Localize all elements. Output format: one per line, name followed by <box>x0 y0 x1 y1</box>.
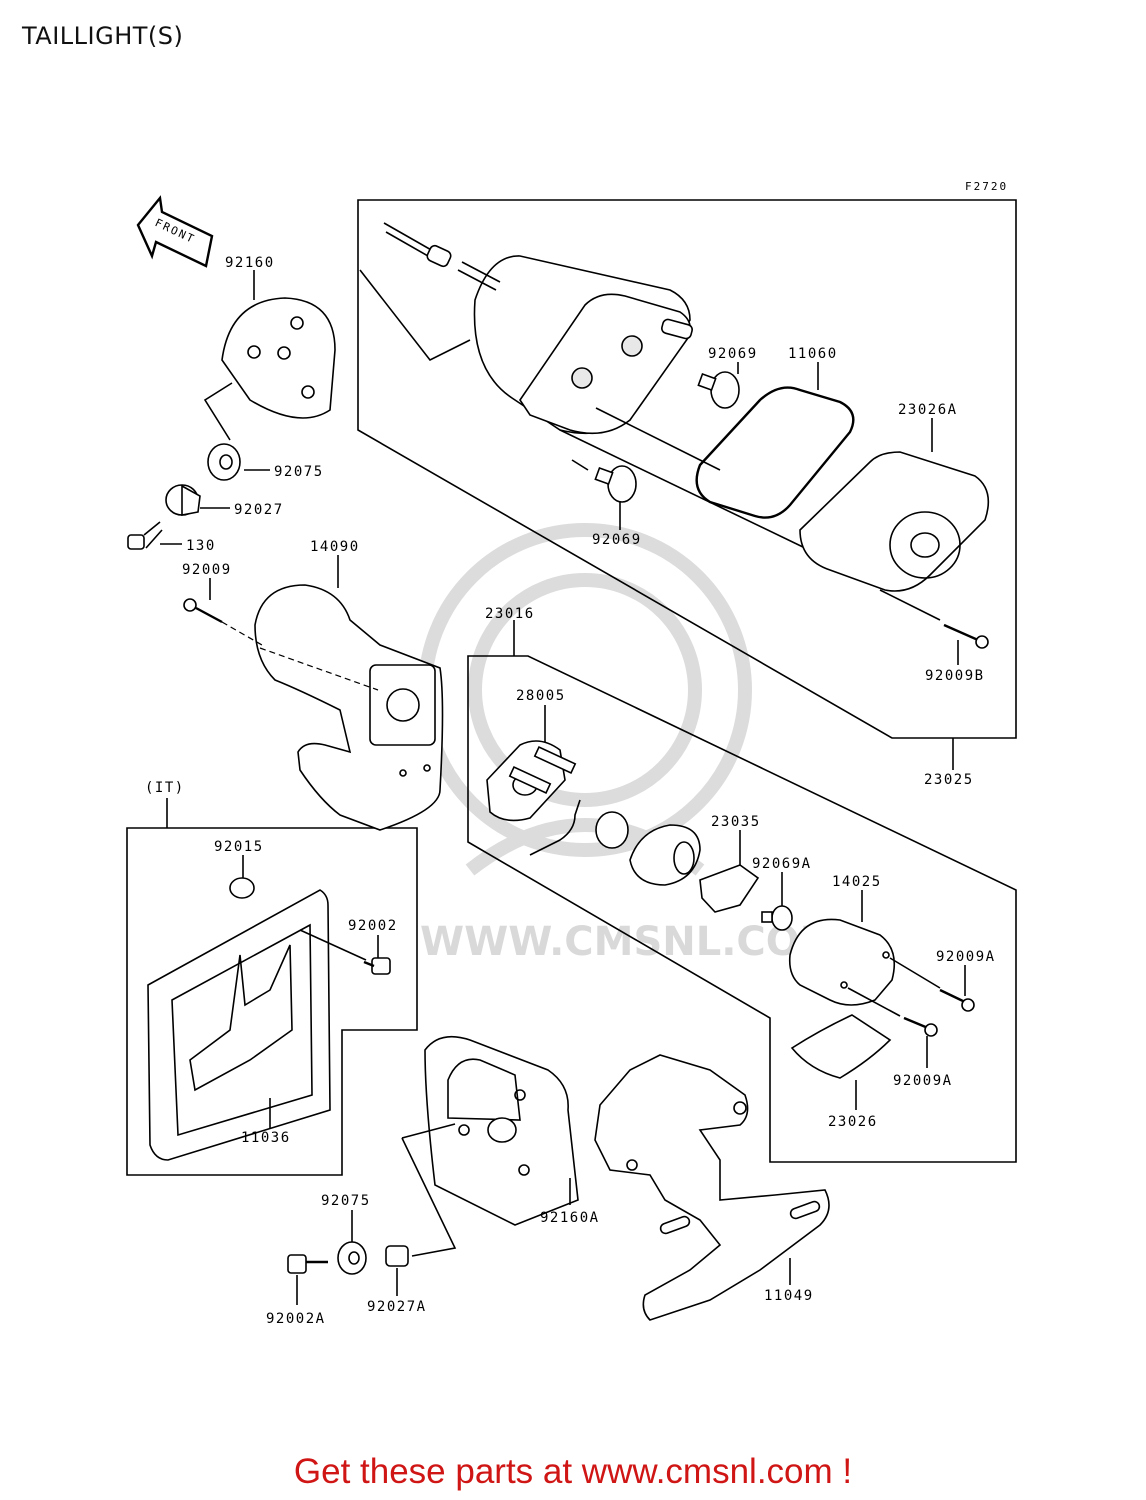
visor-23026 <box>790 1014 892 1079</box>
bulb-92069-upper <box>697 371 740 409</box>
watermark-text: WWW.CMSNL.COM <box>420 919 840 965</box>
part-label-92002[interactable]: 92002 <box>348 918 398 934</box>
license-plate-11036 <box>147 889 331 1161</box>
part-label-92160[interactable]: 92160 <box>225 255 275 271</box>
part-label-28005[interactable]: 28005 <box>516 688 566 704</box>
part-label-23016[interactable]: 23016 <box>485 606 535 622</box>
part-label-23035[interactable]: 23035 <box>711 814 761 830</box>
watermark-logo: WWW.CMSNL.COM <box>418 523 840 965</box>
lens-23026a <box>799 451 990 592</box>
part-label-92015[interactable]: 92015 <box>214 839 264 855</box>
washer-92075 <box>207 443 241 481</box>
region-box-it <box>126 827 418 1176</box>
parts-diagram: WWW.CMSNL.COM F2720 FRONT <box>126 180 1017 1327</box>
part-label-130[interactable]: 130 <box>186 538 216 554</box>
clip-23035 <box>699 864 760 913</box>
washer-92075-lower <box>337 1241 367 1275</box>
front-arrow-icon: FRONT <box>136 195 214 268</box>
bolt-92002 <box>363 957 391 975</box>
part-label-92069a[interactable]: 92069A <box>752 856 812 872</box>
grommet <box>487 1117 517 1143</box>
part-label-11060[interactable]: 11060 <box>788 346 838 362</box>
part-label-92075[interactable]: 92075 <box>274 464 324 480</box>
mounting-plate-92160 <box>221 297 336 419</box>
socket-28005 <box>486 740 577 822</box>
screw-92009b <box>943 623 989 649</box>
part-label-92160a[interactable]: 92160A <box>540 1210 600 1226</box>
front-label: FRONT <box>153 216 198 246</box>
part-labels: 92160 92069 11060 23026A 92075 92027 130… <box>145 255 996 1327</box>
part-label-92069[interactable]: 92069 <box>708 346 758 362</box>
part-label-14025[interactable]: 14025 <box>832 874 882 890</box>
bulb-holder <box>529 799 701 886</box>
page-title: TAILLIGHT(S) <box>22 22 184 50</box>
part-label-11049[interactable]: 11049 <box>764 1288 814 1304</box>
part-label-23026[interactable]: 23026 <box>828 1114 878 1130</box>
part-label-92075[interactable]: 92075 <box>321 1193 371 1209</box>
screw-92009a-lower <box>903 1016 938 1037</box>
footer-link[interactable]: Get these parts at www.cmsnl.com ! <box>293 1452 853 1491</box>
gasket-11060 <box>695 386 855 519</box>
collar-92027 <box>165 484 201 516</box>
leader-lines <box>160 270 966 1305</box>
part-label-92009[interactable]: 92009 <box>182 562 232 578</box>
part-label-92069[interactable]: 92069 <box>592 532 642 548</box>
nut-92015 <box>229 877 255 899</box>
part-label-23026a[interactable]: 23026A <box>898 402 958 418</box>
bracket-11049 <box>594 1054 830 1321</box>
part-label-92009a[interactable]: 92009A <box>893 1073 953 1089</box>
assembly-outline-23025 <box>357 199 1017 739</box>
screw-92009a-upper <box>939 988 975 1012</box>
part-label-92027[interactable]: 92027 <box>234 502 284 518</box>
region-label-it: (IT) <box>145 780 185 796</box>
assembly-outline-23016 <box>467 655 1017 1163</box>
bulb-92069-lower <box>571 459 637 503</box>
bolt-130 <box>127 521 163 550</box>
part-label-14090[interactable]: 14090 <box>310 539 360 555</box>
bolt-92002a <box>287 1254 328 1274</box>
part-label-92009a[interactable]: 92009A <box>936 949 996 965</box>
figure-code: F2720 <box>965 180 1008 193</box>
lens-14025 <box>788 918 896 1006</box>
part-label-23025[interactable]: 23025 <box>924 772 974 788</box>
part-label-11036[interactable]: 11036 <box>241 1130 291 1146</box>
cover-14090 <box>254 584 444 831</box>
part-label-92027a[interactable]: 92027A <box>367 1299 427 1315</box>
taillight-housing <box>383 222 693 435</box>
collar-92027a <box>385 1245 409 1267</box>
part-label-92009b[interactable]: 92009B <box>925 668 985 684</box>
part-label-92002a[interactable]: 92002A <box>266 1311 326 1327</box>
screw-92009 <box>183 598 223 624</box>
